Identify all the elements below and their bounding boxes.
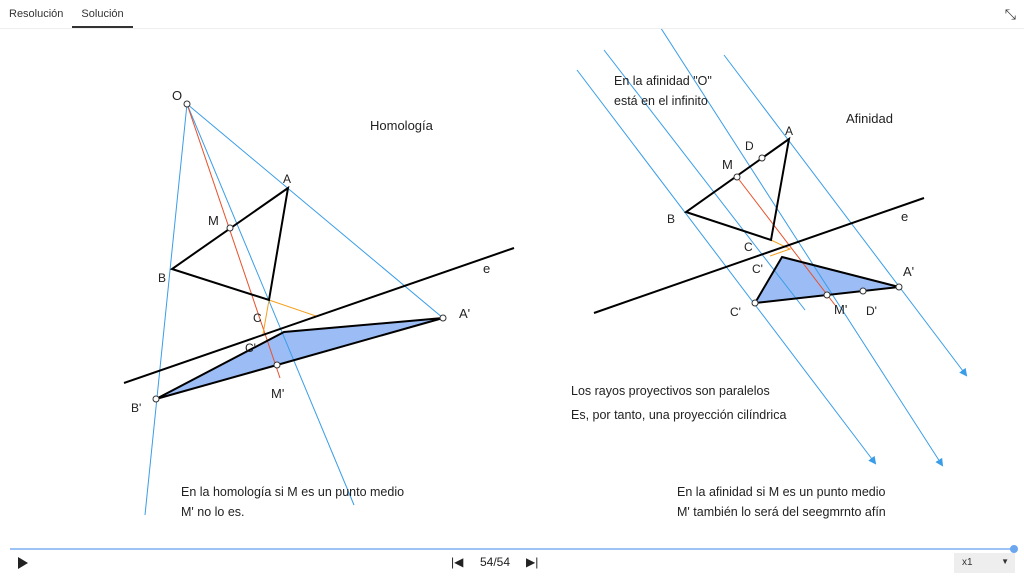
label-a-right: A [785, 124, 793, 138]
label-o: O [172, 88, 182, 103]
label-e: e [483, 261, 490, 276]
affinity-top-note-2: está en el infinito [614, 94, 708, 108]
play-icon[interactable] [18, 557, 28, 569]
label-a: A [283, 172, 291, 186]
affinity-top-note-1: En la afinidad "O" [614, 74, 712, 88]
label-d-right: D [745, 139, 754, 153]
player-bar: |◀ 54/54 ▶| x1 ▼ [0, 540, 1024, 576]
tab-bar: Resolución Solución [0, 0, 1024, 29]
homology-note-2: M' no lo es. [181, 505, 245, 519]
axis-e [123, 247, 515, 384]
ray-om [186, 103, 281, 379]
label-m-prime: M' [271, 386, 284, 401]
exit-fullscreen-icon[interactable]: ⤡ [1004, 6, 1016, 22]
label-b-prime: B' [131, 401, 141, 415]
label-c-right: C [744, 240, 753, 254]
triangle-abc [169, 185, 290, 302]
homology-figure: O A M B C C' e A' B' M' Homología En la … [123, 88, 515, 519]
ray-a [723, 54, 968, 377]
label-m: M [208, 213, 219, 228]
progress-slider-thumb[interactable] [1010, 545, 1018, 553]
label-a-prime: A' [459, 306, 470, 321]
tab-solucion[interactable]: Solución [72, 0, 133, 28]
ray-c [603, 49, 806, 311]
label-b-right: B [667, 212, 675, 226]
label-m-right: M [722, 157, 733, 172]
next-step-icon[interactable]: ▶| [526, 555, 539, 569]
chevron-down-icon: ▼ [1001, 557, 1009, 566]
label-c-prime: C' [245, 341, 256, 355]
affinity-note-1: En la afinidad si M es un punto medio [677, 485, 886, 499]
label-d-prime-right: D' [866, 304, 877, 318]
triangle-abc-right [683, 136, 791, 242]
construction-orange-right [769, 239, 792, 257]
step-counter: 54/54 [480, 555, 511, 569]
ray-ob [144, 103, 188, 516]
label-c-prime-top: C' [752, 262, 763, 276]
homology-title: Homología [370, 118, 434, 133]
speed-value: x1 [962, 557, 973, 568]
label-b: B [158, 271, 166, 285]
geometry-canvas: O A M B C C' e A' B' M' Homología En la … [123, 29, 968, 519]
label-a-prime-right: A' [903, 264, 914, 279]
affinity-note-2: M' también lo será del seegmrnto afín [677, 505, 886, 519]
tab-resolucion[interactable]: Resolución [9, 8, 64, 20]
ray-m [736, 176, 836, 306]
axis-e-right [593, 197, 925, 314]
label-m-prime-right: M' [834, 302, 847, 317]
label-c: C [253, 311, 262, 325]
affinity-middle-note-2: Es, por tanto, una proyección cilíndrica [571, 408, 786, 422]
ray-oc [186, 103, 355, 506]
ray-d [660, 29, 944, 467]
affinity-middle-note-1: Los rayos proyectivos son paralelos [571, 384, 770, 398]
affinity-title: Afinidad [846, 111, 893, 126]
previous-step-icon[interactable]: |◀ [451, 555, 464, 569]
ray-oa [186, 103, 444, 319]
label-c-prime-bottom: C' [730, 305, 741, 319]
label-e-right: e [901, 209, 908, 224]
affinity-figure: A D M B C C' C' M' D' A' e Afinidad En l… [571, 29, 968, 519]
progress-slider[interactable] [10, 548, 1015, 550]
homology-note-1: En la homología si M es un punto medio [181, 485, 404, 499]
speed-select[interactable]: x1 ▼ [954, 553, 1015, 573]
